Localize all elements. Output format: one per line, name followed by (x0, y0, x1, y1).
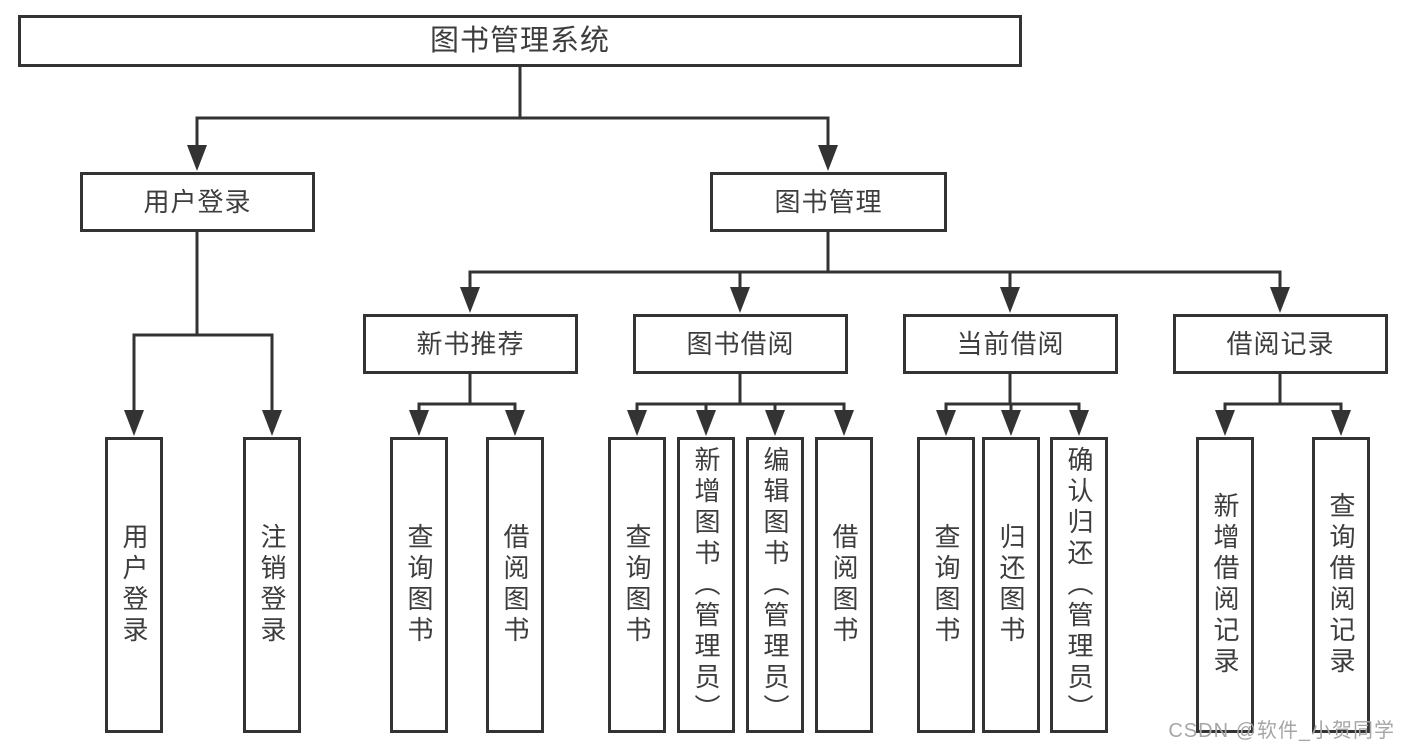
leaf-user-login-label: 用户登录 (119, 523, 149, 647)
arrow-to-recommend (460, 287, 480, 313)
leaf-borrow-query-books-label: 查询图书 (622, 523, 652, 647)
node-borrow-records-label: 借阅记录 (1226, 329, 1335, 359)
arrow-to-records (1270, 287, 1290, 313)
leaf-borrow-books-label: 借阅图书 (829, 523, 859, 647)
node-new-book-recommend: 新书推荐 (363, 314, 578, 374)
arrow-to-current (1000, 287, 1020, 313)
leaf-query-borrow-record-label: 查询借阅记录 (1326, 492, 1356, 678)
leaf-edit-books-admin: 编辑图书（管理员） (746, 437, 804, 733)
arrow-to-borrow (730, 287, 750, 313)
leaf-logout-label: 注销登录 (257, 523, 287, 647)
leaf-recommend-query-books: 查询图书 (390, 437, 448, 733)
leaf-user-login: 用户登录 (105, 437, 163, 733)
node-new-book-recommend-label: 新书推荐 (416, 329, 525, 359)
leaf-edit-books-admin-label: 编辑图书（管理员） (760, 445, 790, 725)
node-book-management: 图书管理 (710, 172, 947, 232)
node-book-management-label: 图书管理 (774, 187, 883, 217)
node-current-borrow-label: 当前借阅 (956, 329, 1065, 359)
leaf-confirm-return-admin-label: 确认归还（管理员） (1064, 445, 1094, 725)
leaf-query-borrow-record: 查询借阅记录 (1312, 437, 1370, 733)
leaf-add-borrow-record: 新增借阅记录 (1196, 437, 1254, 733)
leaf-return-books-label: 归还图书 (996, 523, 1026, 647)
leaf-recommend-borrow-books: 借阅图书 (486, 437, 544, 733)
leaf-add-books-admin-label: 新增图书（管理员） (691, 445, 721, 725)
leaf-current-query-books: 查询图书 (917, 437, 975, 733)
node-current-borrow: 当前借阅 (903, 314, 1118, 374)
leaf-borrow-query-books: 查询图书 (608, 437, 666, 733)
arrow-to-user-login (187, 145, 207, 171)
arrowheads (124, 145, 1351, 436)
leaf-logout: 注销登录 (243, 437, 301, 733)
leaf-add-books-admin: 新增图书（管理员） (677, 437, 735, 733)
watermark: CSDN @软件_小贺同学 (1168, 720, 1395, 742)
leaf-recommend-borrow-books-label: 借阅图书 (500, 523, 530, 647)
leaf-add-borrow-record-label: 新增借阅记录 (1210, 492, 1240, 678)
node-user-login-label: 用户登录 (143, 187, 252, 217)
node-book-borrow-label: 图书借阅 (686, 329, 795, 359)
arrow-to-book-mgmt (818, 145, 838, 171)
node-book-borrow: 图书借阅 (633, 314, 848, 374)
node-root-label: 图书管理系统 (429, 24, 610, 57)
node-borrow-records: 借阅记录 (1173, 314, 1388, 374)
node-user-login: 用户登录 (80, 172, 315, 232)
leaf-recommend-query-books-label: 查询图书 (404, 523, 434, 647)
leaf-borrow-books: 借阅图书 (815, 437, 873, 733)
leaf-current-query-books-label: 查询图书 (931, 523, 961, 647)
node-root-system: 图书管理系统 (18, 15, 1022, 67)
leaf-confirm-return-admin: 确认归还（管理员） (1050, 437, 1108, 733)
leaf-return-books: 归还图书 (982, 437, 1040, 733)
